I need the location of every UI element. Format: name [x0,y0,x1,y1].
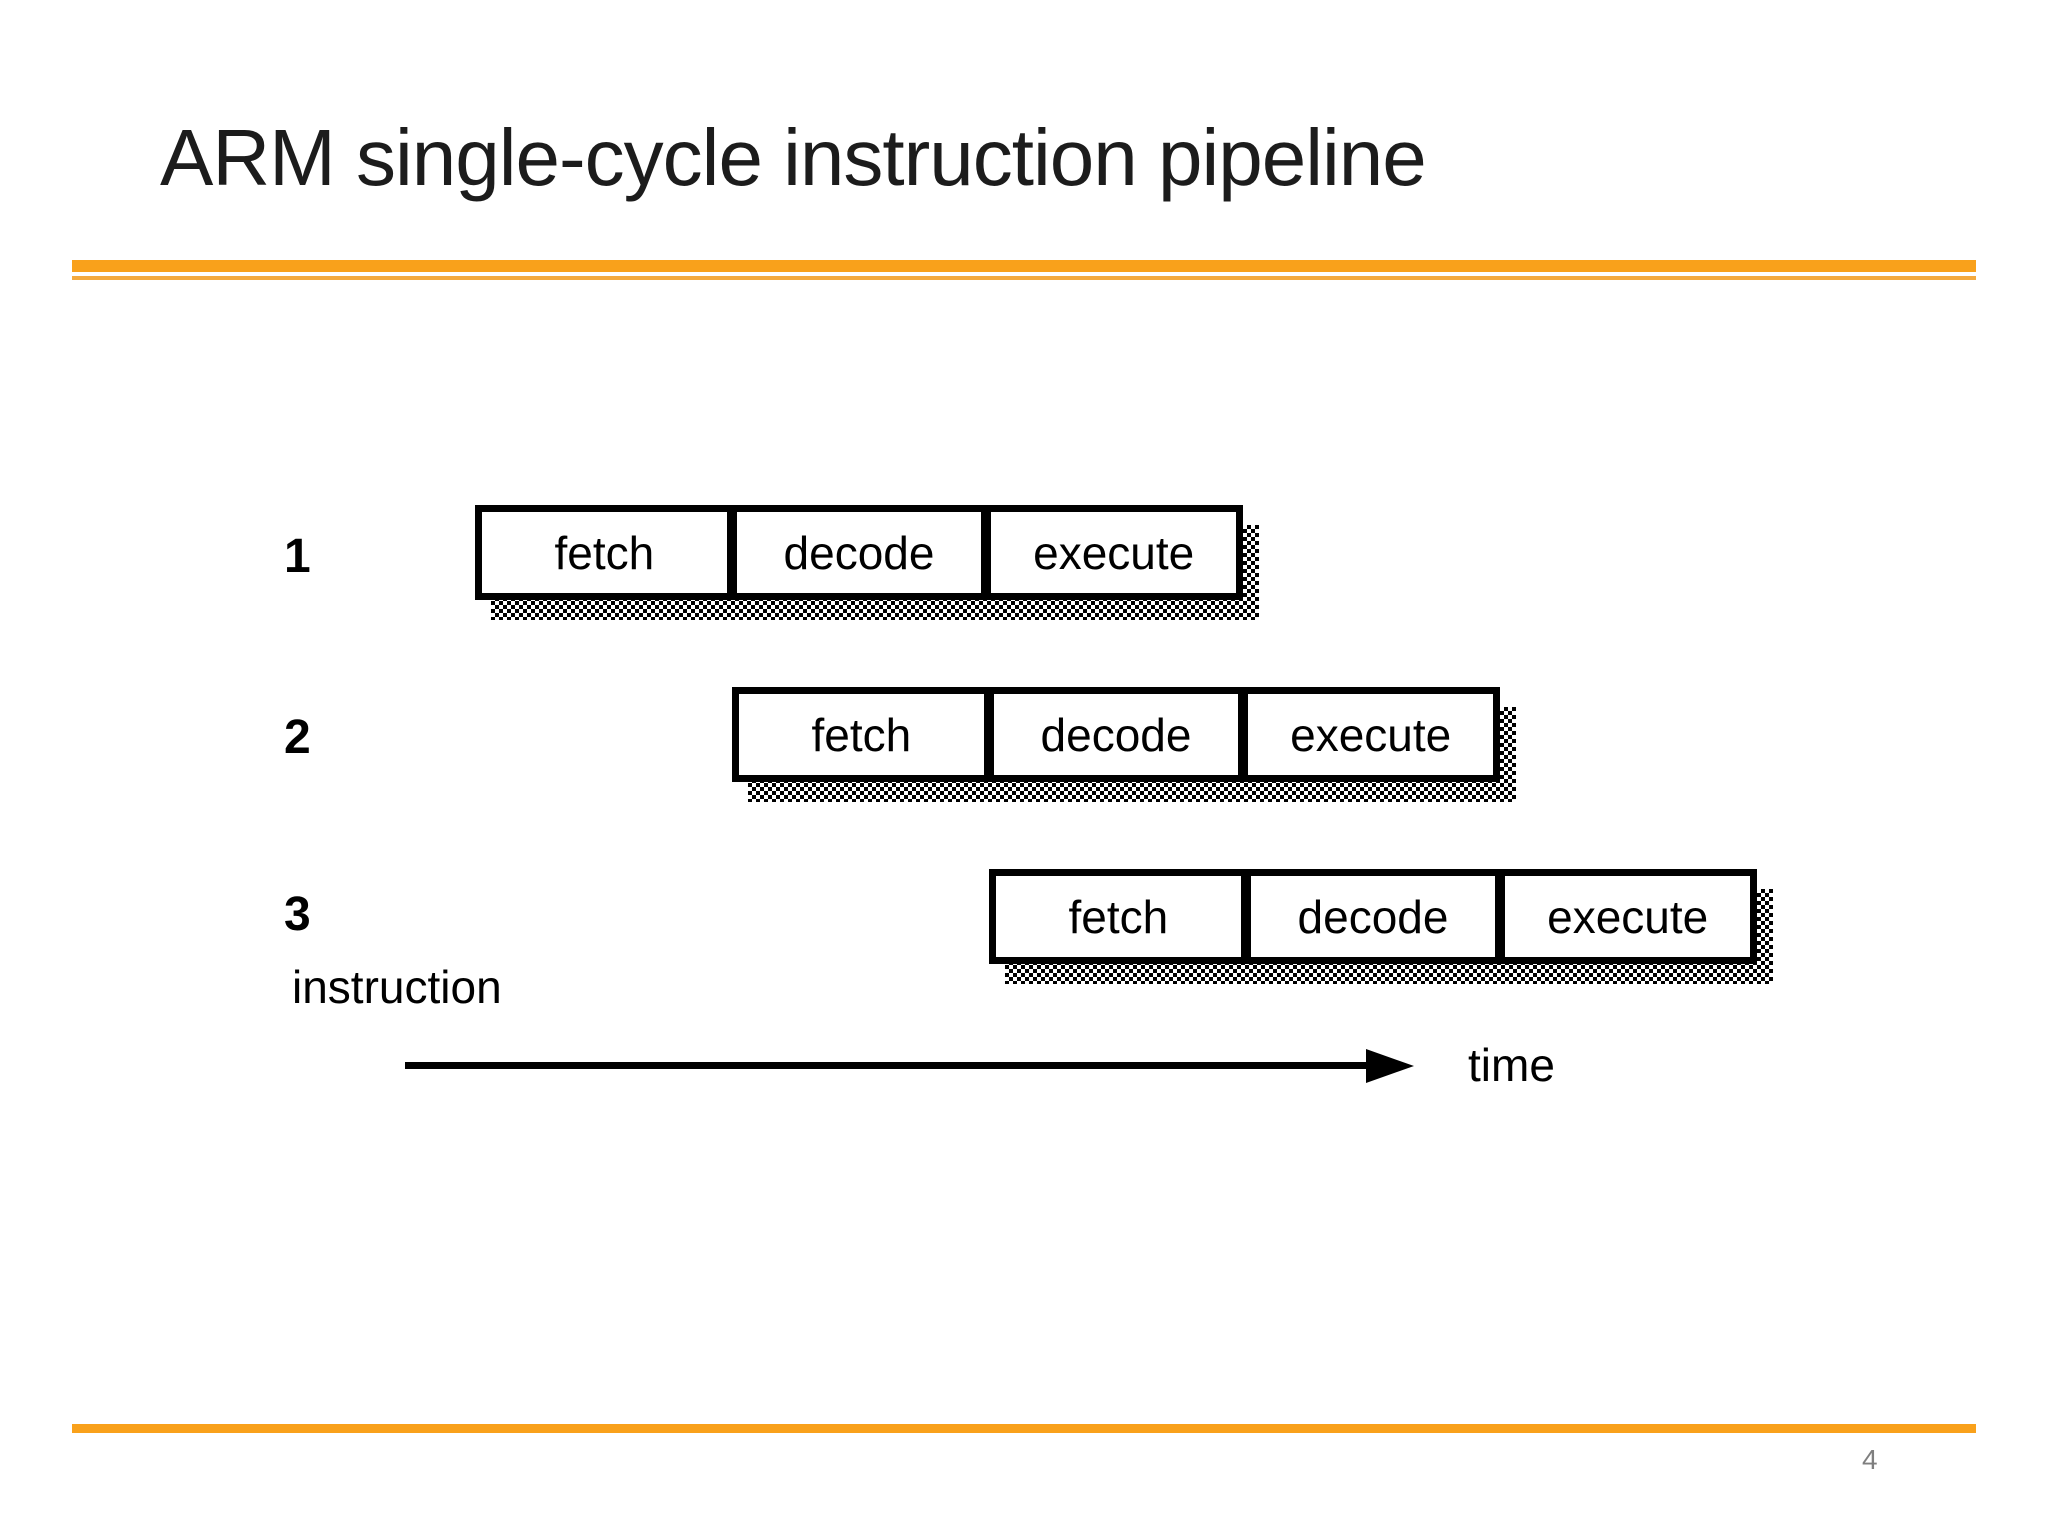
time-arrow-head-icon [1366,1049,1414,1083]
stage-decode: decode [983,694,1239,775]
pipeline-row-3: fetch decode execute [989,869,1757,964]
page-number: 4 [1862,1444,1878,1475]
stage-fetch: fetch [996,876,1241,957]
pipeline-row-2: fetch decode execute [732,687,1500,782]
stage-execute: execute [1238,694,1494,775]
instruction-row-label-2: 2 [284,711,311,764]
instruction-row-label-3: 3 [284,888,311,941]
title-divider-thin [72,276,1976,280]
instruction-axis-label: instruction [292,961,502,1013]
stage-decode: decode [726,512,982,593]
page-title: ARM single-cycle instruction pipeline [160,113,1427,202]
footer-divider [72,1424,1976,1433]
stage-fetch: fetch [482,512,727,593]
stage-execute: execute [1495,876,1751,957]
stage-decode: decode [1240,876,1496,957]
stage-execute: execute [981,512,1237,593]
title-divider-thick [72,260,1976,272]
time-axis-label: time [1468,1039,1555,1091]
instruction-row-label-1: 1 [284,530,311,583]
stage-fetch: fetch [739,694,984,775]
time-arrow [405,1062,1368,1069]
pipeline-row-1: fetch decode execute [475,505,1243,600]
